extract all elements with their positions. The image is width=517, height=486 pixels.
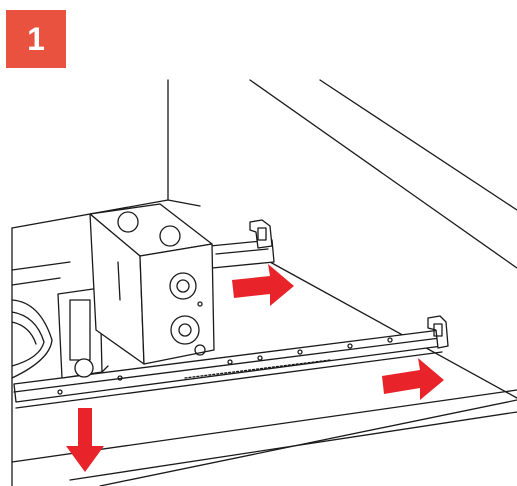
support-bracket (57, 287, 109, 379)
step-number-badge: 1 (6, 10, 66, 68)
arrow-right-upper (232, 264, 294, 306)
arrow-right-lower (382, 358, 444, 400)
mounting-rail-lower (13, 315, 449, 409)
room-structure (11, 79, 517, 486)
housing-ring (11, 299, 53, 379)
mounting-rail-upper (209, 219, 275, 269)
step-number-label: 1 (27, 20, 45, 57)
arrow-down (66, 408, 104, 472)
junction-box (89, 203, 215, 365)
